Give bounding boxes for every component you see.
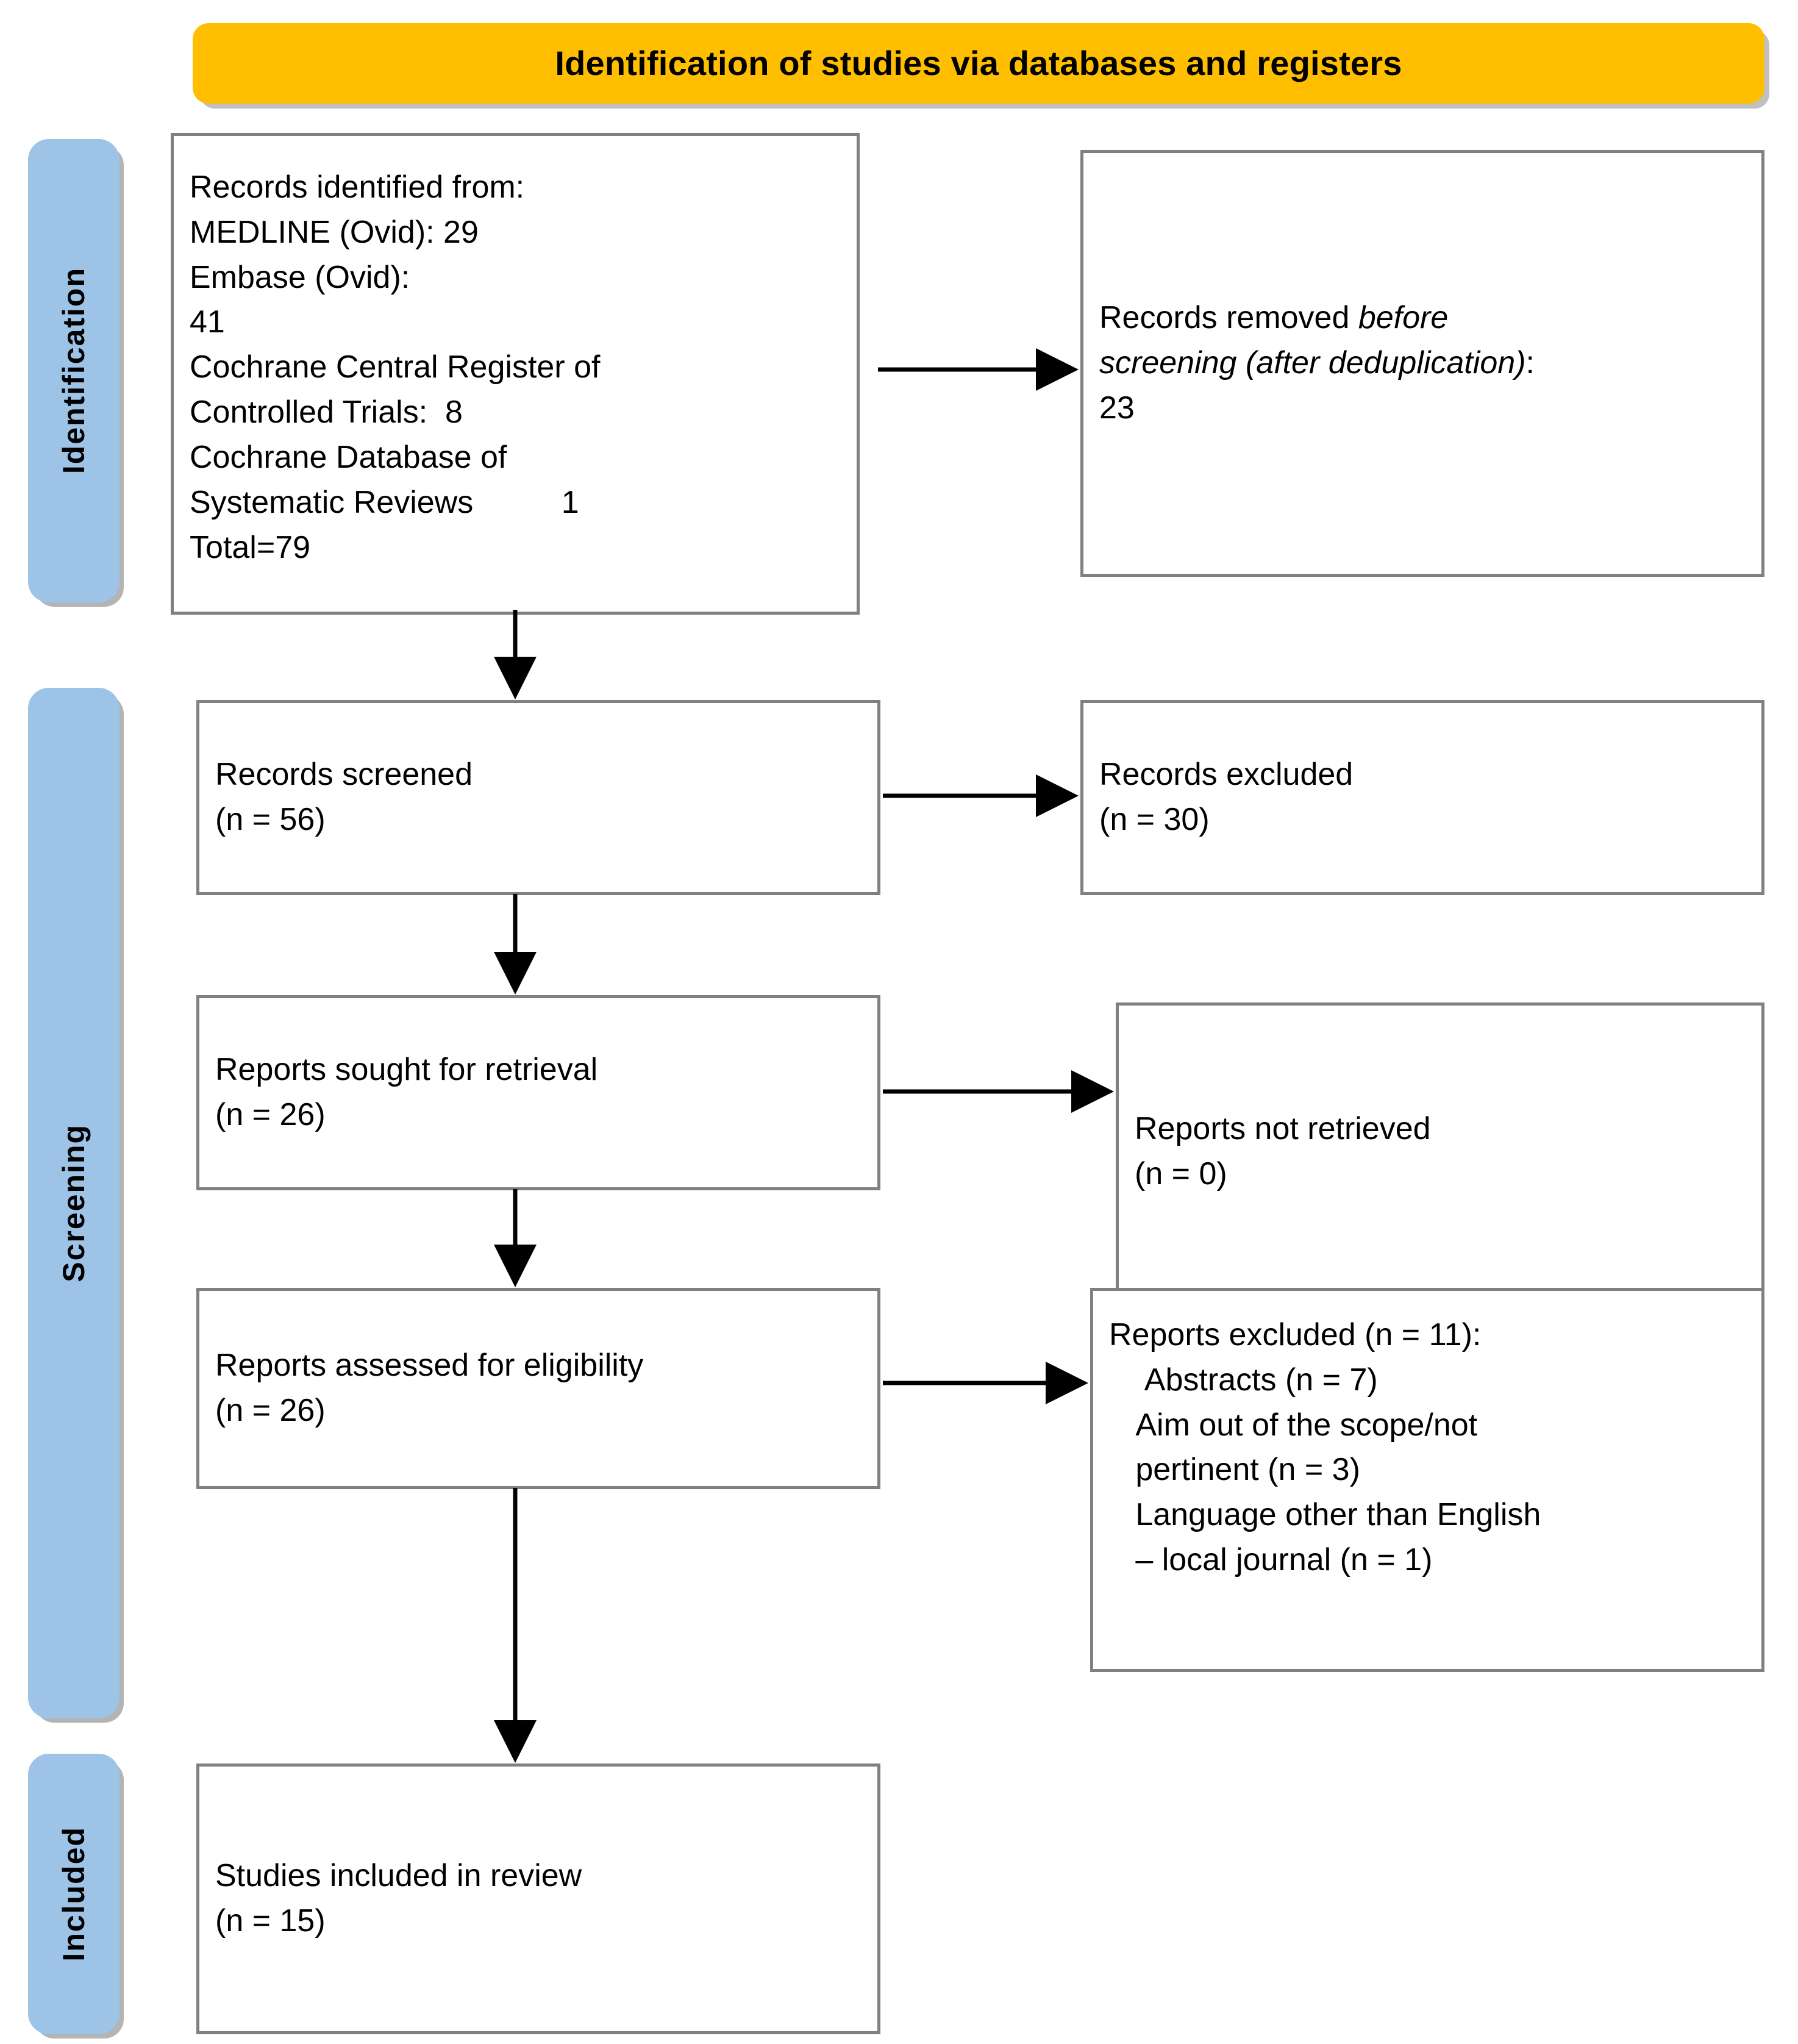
box-reports-assessed-text: Reports assessed for eligibility (n = 26… — [199, 1343, 877, 1434]
reports-excluded-heading: Reports excluded (n = 11): — [1109, 1317, 1482, 1353]
records-screened-count: (n = 56) — [215, 802, 326, 837]
records-identified-line-6: Cochrane Database of — [190, 439, 507, 475]
records-removed-italic-2: screening (after deduplication) — [1099, 345, 1526, 381]
studies-included-count: (n = 15) — [215, 1903, 326, 1939]
reports-sought-label: Reports sought for retrieval — [215, 1052, 598, 1088]
reports-excluded-reason-line-1: Aim out of the scope/not — [1109, 1407, 1478, 1443]
box-records-screened-text: Records screened (n = 56) — [199, 752, 877, 843]
box-reports-excluded: Reports excluded (n = 11): Abstracts (n … — [1090, 1288, 1764, 1672]
reports-sought-count: (n = 26) — [215, 1097, 326, 1132]
records-excluded-count: (n = 30) — [1099, 802, 1210, 837]
records-identified-line-5: Controlled Trials: 8 — [190, 395, 463, 431]
records-identified-line-4: Cochrane Central Register of — [190, 349, 601, 385]
box-reports-assessed: Reports assessed for eligibility (n = 26… — [196, 1288, 880, 1489]
box-reports-excluded-text: Reports excluded (n = 11): Abstracts (n … — [1093, 1291, 1761, 1583]
stage-label-screening-text: Screening — [57, 1124, 91, 1282]
reports-not-retrieved-count: (n = 0) — [1135, 1156, 1227, 1192]
records-removed-colon: : — [1525, 345, 1535, 381]
records-screened-label: Records screened — [215, 757, 473, 793]
box-records-excluded-text: Records excluded (n = 30) — [1083, 752, 1761, 843]
reports-excluded-reason-line-0: Abstracts (n = 7) — [1109, 1362, 1378, 1398]
records-identified-line-2: Embase (Ovid): — [190, 259, 410, 295]
box-studies-included-text: Studies included in review (n = 15) — [199, 1854, 877, 1944]
stage-label-included: Included — [28, 1754, 120, 2034]
diagram-header-title: Identification of studies via databases … — [555, 43, 1402, 82]
reports-excluded-reason-line-2: pertinent (n = 3) — [1109, 1452, 1360, 1488]
reports-assessed-label: Reports assessed for eligibility — [215, 1348, 644, 1384]
reports-excluded-reason-line-4: – local journal (n = 1) — [1109, 1542, 1433, 1578]
reports-not-retrieved-label: Reports not retrieved — [1135, 1111, 1431, 1147]
records-removed-count: 23 — [1099, 390, 1135, 426]
diagram-header-banner: Identification of studies via databases … — [193, 23, 1764, 104]
box-records-screened: Records screened (n = 56) — [196, 700, 880, 895]
reports-excluded-reason-line-3: Language other than English — [1109, 1497, 1541, 1533]
box-studies-included: Studies included in review (n = 15) — [196, 1763, 880, 2034]
box-reports-not-retrieved: Reports not retrieved (n = 0) — [1116, 1002, 1764, 1301]
records-removed-prefix: Records removed — [1099, 300, 1358, 336]
stage-label-included-text: Included — [57, 1826, 91, 1962]
box-records-identified-text: Records identified from: MEDLINE (Ovid):… — [174, 136, 857, 570]
stage-label-identification-text: Identification — [57, 267, 91, 474]
records-removed-italic-1: before — [1358, 300, 1449, 336]
box-records-removed: Records removed before screening (after … — [1080, 150, 1764, 577]
studies-included-label: Studies included in review — [215, 1858, 582, 1894]
records-identified-line-0: Records identified from: — [190, 170, 525, 205]
box-reports-sought: Reports sought for retrieval (n = 26) — [196, 995, 880, 1190]
reports-assessed-count: (n = 26) — [215, 1393, 326, 1428]
records-identified-line-3: 41 — [190, 304, 225, 340]
stage-label-identification: Identification — [28, 139, 120, 602]
records-identified-line-8: Total=79 — [190, 529, 311, 565]
box-reports-not-retrieved-text: Reports not retrieved (n = 0) — [1119, 1107, 1761, 1197]
records-excluded-label: Records excluded — [1099, 757, 1354, 793]
stage-label-screening: Screening — [28, 688, 120, 1718]
records-identified-line-7: Systematic Reviews 1 — [190, 484, 579, 520]
box-records-identified: Records identified from: MEDLINE (Ovid):… — [171, 133, 860, 615]
box-records-removed-text: Records removed before screening (after … — [1083, 296, 1761, 431]
box-reports-sought-text: Reports sought for retrieval (n = 26) — [199, 1048, 877, 1138]
box-records-excluded: Records excluded (n = 30) — [1080, 700, 1764, 895]
records-identified-line-1: MEDLINE (Ovid): 29 — [190, 214, 479, 250]
